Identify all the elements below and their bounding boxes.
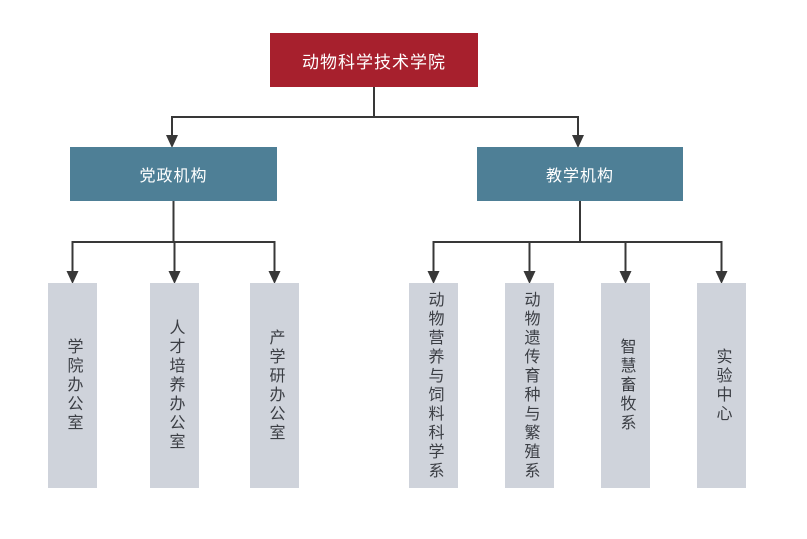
org-node-leaf-industry-office: 产学研办公室 [250, 283, 299, 488]
org-node-branch-party-admin-label: 党政机构 [139, 168, 208, 185]
connector-lines [71, 87, 723, 272]
org-node-leaf-genetics-dept: 动物遗传育种与繁殖系 [505, 283, 554, 488]
org-node-leaf-talent-office: 人才培养办公室 [150, 283, 199, 488]
org-node-leaf-nutrition-dept: 动物营养与饲料科学系 [409, 283, 458, 488]
org-node-leaf-industry-office-label: 产学研办公室 [266, 328, 284, 443]
org-node-leaf-genetics-dept-label: 动物遗传育种与繁殖系 [521, 290, 539, 481]
org-node-branch-teaching-label: 教学机构 [545, 168, 614, 185]
org-node-leaf-college-office: 学院办公室 [48, 283, 97, 488]
org-node-branch-party-admin: 党政机构 [70, 147, 277, 201]
org-node-leaf-smart-husbandry-dept-label: 智慧畜牧系 [617, 338, 635, 433]
org-node-leaf-nutrition-dept-label: 动物营养与饲料科学系 [425, 290, 443, 481]
org-node-leaf-experiment-center: 实验中心 [697, 283, 746, 488]
connector-arrowheads [66, 135, 728, 284]
org-node-root: 动物科学技术学院 [270, 33, 478, 87]
org-node-leaf-college-office-label: 学院办公室 [64, 338, 82, 433]
org-node-leaf-experiment-center-label: 实验中心 [713, 347, 731, 424]
org-node-branch-teaching: 教学机构 [477, 147, 683, 201]
org-node-root-label: 动物科学技术学院 [302, 52, 446, 72]
org-node-leaf-smart-husbandry-dept: 智慧畜牧系 [601, 283, 650, 488]
org-node-leaf-talent-office-label: 人才培养办公室 [166, 319, 184, 452]
